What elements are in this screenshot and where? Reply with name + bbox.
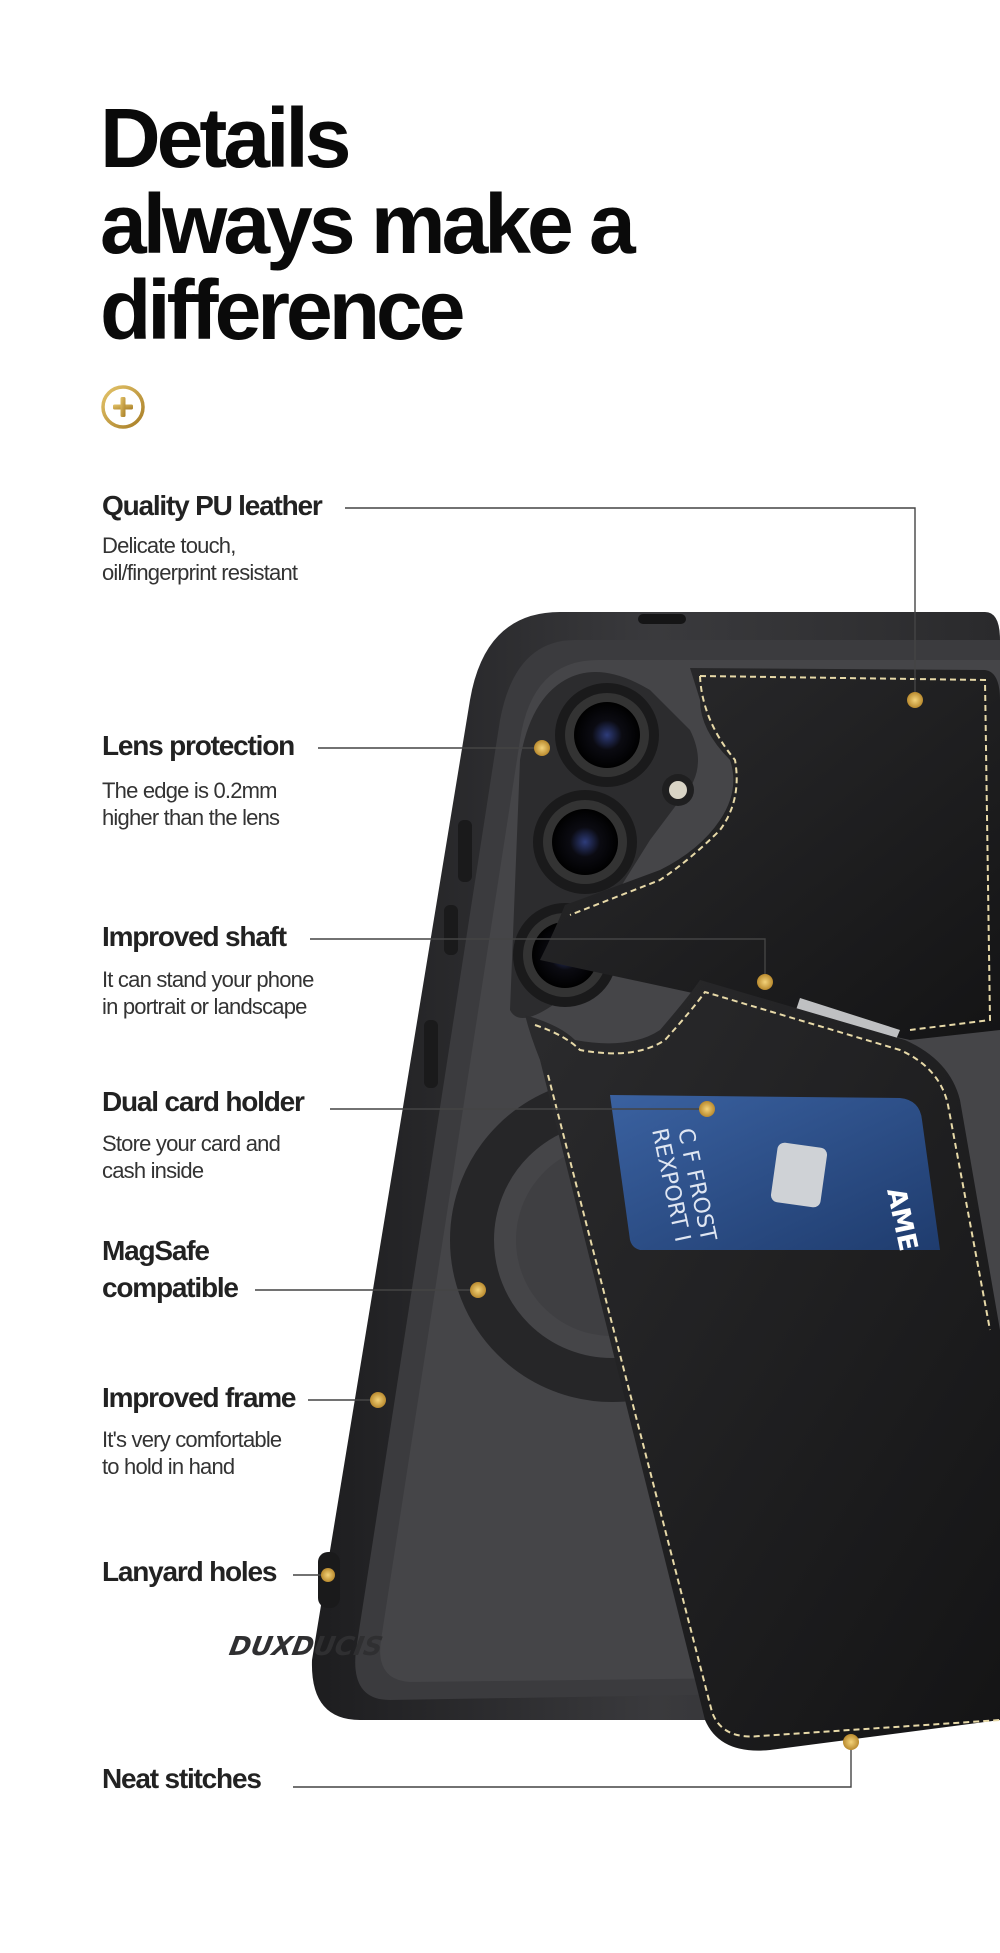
headline-line: Details [100, 91, 351, 185]
feature-desc-improved-shaft: It can stand your phone in portrait or l… [102, 967, 314, 1019]
marker-dot [370, 1392, 386, 1408]
side-button [444, 905, 458, 955]
marker-dot [699, 1101, 715, 1117]
callout-markers [321, 692, 923, 1750]
marker-dot [757, 974, 773, 990]
marker-dot [907, 692, 923, 708]
marker-dot [534, 740, 550, 756]
headline-line: always make a [100, 177, 636, 271]
feature-title-lens-protection: Lens protection [102, 730, 295, 761]
headline-line: difference [100, 263, 465, 357]
feature-desc-lens-protection: The edge is 0.2mm higher than the lens [102, 778, 280, 830]
marker-dot [843, 1734, 859, 1750]
feature-title-improved-frame: Improved frame [102, 1382, 296, 1413]
leather-upper-panel [540, 668, 1000, 1040]
page-headline: Details always make a difference [100, 91, 636, 357]
marker-dot [470, 1282, 486, 1298]
marker-dot [321, 1568, 335, 1582]
feature-title-lanyard-holes: Lanyard holes [102, 1556, 277, 1587]
plus-circle-icon [101, 385, 145, 429]
feature-title-card-holder: Dual card holder [102, 1086, 305, 1117]
side-button [424, 1020, 438, 1088]
feature-desc-improved-frame: It's very comfortable to hold in hand [102, 1427, 282, 1479]
feature-title-pu-leather: Quality PU leather [102, 490, 323, 521]
feature-title-neat-stitches: Neat stitches [102, 1763, 262, 1794]
feature-title-magsafe: MagSafe compatible [102, 1235, 239, 1303]
callout-lines [255, 507, 916, 1788]
feature-title-improved-shaft: Improved shaft [102, 921, 287, 952]
feature-desc-card-holder: Store your card and cash inside [102, 1131, 281, 1183]
feature-desc-pu-leather: Delicate touch, oil/fingerprint resistan… [102, 533, 298, 585]
brand-mark: DUXDUCIS [227, 1632, 385, 1662]
side-button [458, 820, 472, 882]
card-chip [770, 1142, 828, 1208]
